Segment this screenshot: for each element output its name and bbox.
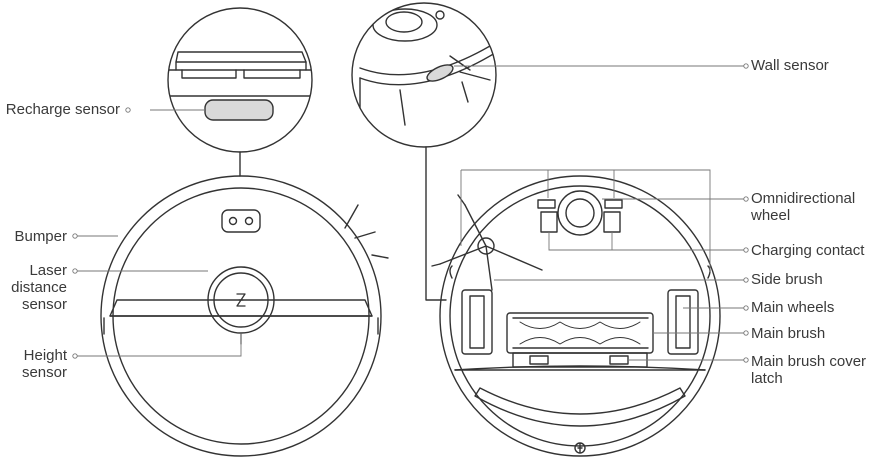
robot-bottom-view [431,175,721,457]
label-omnidirectional-wheel: Omnidirectional wheel [751,190,855,224]
label-main-brush-cover-latch: Main brush cover latch [751,353,866,387]
main-brush-cover-latch [529,355,549,365]
leader-charging-contact [548,232,744,251]
front-marker-icon [577,443,583,453]
label-main-wheels: Main wheels [751,299,835,316]
left-charging-contact [540,211,558,233]
top-view-outer-body [100,175,382,457]
top-view-side-brush [344,204,389,259]
recharge-sensor-zoom [167,7,313,177]
label-omni-line-1: Omnidirectional [751,190,856,207]
leader-height-sensor [77,334,242,357]
label-height-line-2: sensor [21,364,67,381]
wall-sensor-zoom [351,2,497,301]
label-laser-distance-sensor: Laser distance sensor [0,262,67,313]
right-charging-contact [603,211,621,233]
label-latch-line-2: latch [751,370,783,387]
side-brush-hub [477,237,495,255]
label-bumper: Bumper [14,228,67,245]
bottom-rear-plate [454,365,706,371]
label-wall-sensor: Wall sensor [751,57,829,74]
omnidirectional-wheel [557,190,603,236]
label-recharge-sensor: Recharge sensor [5,101,120,118]
wall-sensor-window [426,64,454,82]
label-latch-line-1: Main brush cover [751,353,867,370]
robot-top-view [100,175,389,457]
right-main-wheel [667,289,699,355]
left-main-wheel [461,289,493,355]
laser-distance-sensor-housing [207,266,275,334]
z-logo-icon [236,293,246,307]
label-omni-line-2: wheel [751,207,791,224]
label-charging-contact: Charging contact [751,242,865,259]
label-laser-line-1: Laser [29,262,67,279]
label-laser-line-3: sensor [21,296,67,313]
label-side-brush: Side brush [751,271,823,288]
top-cover-lid [109,299,373,317]
label-main-brush: Main brush [751,325,826,342]
label-height-line-1: Height [23,347,67,364]
recharge-sensor-window [204,99,274,121]
top-view-recharge-window [221,209,261,233]
label-laser-line-2: distance [11,279,67,296]
main-brush [506,312,654,354]
label-height-sensor: Height sensor [0,347,67,381]
bottom-view-outer-body [439,175,721,457]
side-brush-arms [439,204,543,291]
